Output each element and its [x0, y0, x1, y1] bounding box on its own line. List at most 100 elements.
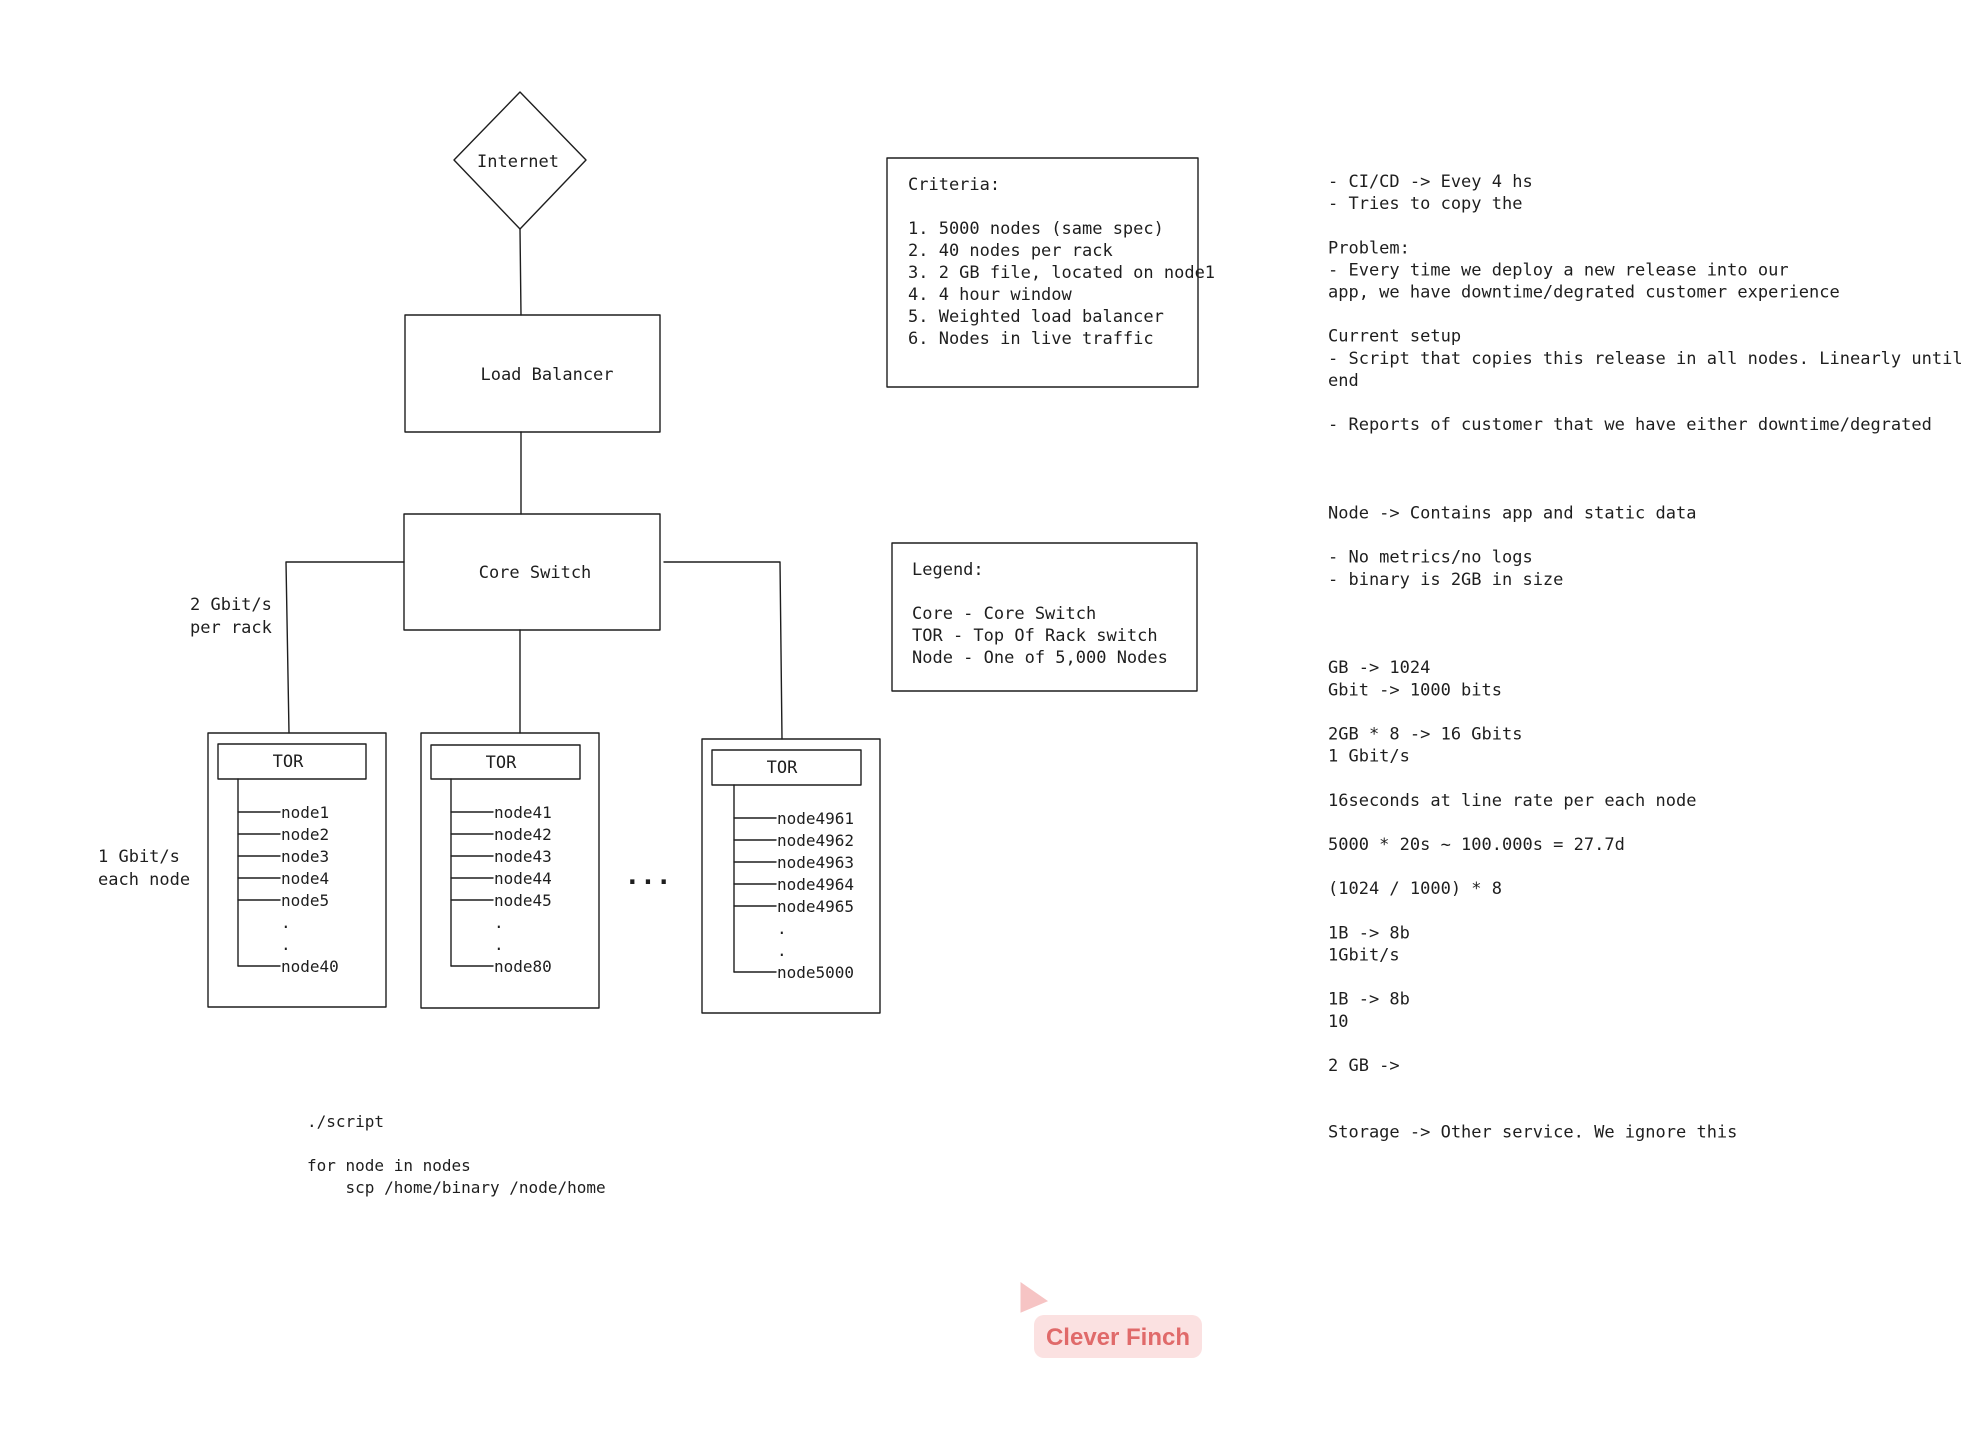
note-line: - Script that copies this release in all… — [1328, 349, 1963, 369]
note-line: - Reports of customer that we have eithe… — [1328, 415, 1932, 435]
note-line: Current setup — [1328, 327, 1461, 347]
node-label: . — [281, 935, 291, 954]
load-balancer-label: Load Balancer — [480, 365, 613, 385]
criteria-item: 1. 5000 nodes (same spec) — [908, 219, 1164, 239]
node-label: node44 — [494, 869, 552, 888]
note-line: - binary is 2GB in size — [1328, 570, 1563, 590]
connector-core-rack1 — [285, 561, 405, 734]
more-racks-ellipsis: ... — [625, 861, 672, 891]
legend-item: Node - One of 5,000 Nodes — [912, 648, 1168, 668]
cursor-pointer-icon — [1020, 1282, 1049, 1313]
legend-title: Legend: — [912, 560, 984, 580]
link-core-tor-label-2: per rack — [190, 618, 272, 638]
core-switch-node[interactable] — [403, 513, 661, 631]
note-line: 1 Gbit/s — [1328, 747, 1410, 767]
rack-3-tor[interactable] — [711, 749, 862, 786]
rack-2[interactable] — [420, 732, 600, 1009]
node-label: node4965 — [777, 897, 854, 916]
connector-core-rack3 — [663, 561, 783, 740]
note-line: 10 — [1328, 1012, 1348, 1032]
rack-3-tor-label: TOR — [767, 758, 798, 778]
rack-2-tor-label: TOR — [486, 753, 517, 773]
node-label: . — [494, 913, 504, 932]
rack-3-node-list: node4961 node4962 node4963 node4964 node… — [777, 809, 854, 982]
criteria-item: 6. Nodes in live traffic — [908, 329, 1154, 349]
note-line: Storage -> Other service. We ignore this — [1328, 1122, 1737, 1142]
node-label: node43 — [494, 847, 552, 866]
node-label: node1 — [281, 803, 329, 822]
node-label: node4964 — [777, 875, 854, 894]
legend-item: Core - Core Switch — [912, 604, 1096, 624]
note-line: 5000 * 20s ~ 100.000s = 27.7d — [1328, 835, 1625, 855]
node-label: node5000 — [777, 963, 854, 982]
internet-label: Internet — [477, 152, 559, 172]
note-line: 1Gbit/s — [1328, 946, 1400, 966]
load-balancer-node[interactable] — [404, 314, 661, 433]
rack-3[interactable] — [701, 738, 881, 1014]
script-line: for node in nodes — [307, 1156, 471, 1175]
note-line: - No metrics/no logs — [1328, 548, 1533, 568]
note-line: - CI/CD -> Evey 4 hs — [1328, 172, 1533, 192]
collaborator-name: Clever Finch — [1046, 1324, 1190, 1351]
node-label: node41 — [494, 803, 552, 822]
node-label: node3 — [281, 847, 329, 866]
link-core-tor-label-1: 2 Gbit/s — [190, 595, 272, 615]
node-label: . — [777, 919, 787, 938]
note-line: GB -> 1024 — [1328, 658, 1430, 678]
note-line: Node -> Contains app and static data — [1328, 504, 1696, 524]
note-line: - Tries to copy the — [1328, 194, 1522, 214]
node-label: node80 — [494, 957, 552, 976]
note-line: 1B -> 8b — [1328, 923, 1410, 943]
rack-1[interactable] — [207, 732, 387, 1008]
criteria-box[interactable] — [886, 157, 1199, 388]
rack-1-tor[interactable] — [217, 743, 367, 780]
link-tor-node-label-2: each node — [98, 870, 190, 890]
legend-list: Core - Core Switch TOR - Top Of Rack swi… — [912, 604, 1168, 668]
rack-1-tor-label: TOR — [273, 752, 304, 772]
node-label: node42 — [494, 825, 552, 844]
script-block[interactable]: ./script for node in nodes scp /home/bin… — [307, 1112, 606, 1197]
note-line: - Every time we deploy a new release int… — [1328, 260, 1789, 280]
note-line: 1B -> 8b — [1328, 990, 1410, 1010]
link-tor-node-label-1: 1 Gbit/s — [98, 847, 180, 867]
note-line: 16seconds at line rate per each node — [1328, 791, 1696, 811]
node-label: node45 — [494, 891, 552, 910]
note-line: Problem: — [1328, 238, 1410, 258]
node-label: node5 — [281, 891, 329, 910]
node-label: node40 — [281, 957, 339, 976]
connector-internet-lb — [519, 228, 522, 316]
note-line: 2GB * 8 -> 16 Gbits — [1328, 725, 1522, 745]
script-line: ./script — [307, 1112, 384, 1131]
collaborator-badge — [1034, 1315, 1202, 1358]
node-label: node4962 — [777, 831, 854, 850]
rack-1-branches — [237, 811, 281, 967]
node-label: node4963 — [777, 853, 854, 872]
note-line: Gbit -> 1000 bits — [1328, 680, 1502, 700]
criteria-item: 5. Weighted load balancer — [908, 307, 1164, 327]
legend-box[interactable] — [891, 542, 1198, 692]
legend-item: TOR - Top Of Rack switch — [912, 626, 1158, 646]
collaborator-cursor: Clever Finch — [1020, 1282, 1202, 1358]
note-line: (1024 / 1000) * 8 — [1328, 879, 1502, 899]
rack-2-tor[interactable] — [430, 744, 581, 780]
node-label: node4961 — [777, 809, 854, 828]
node-label: . — [281, 913, 291, 932]
script-line: scp /home/binary /node/home — [307, 1178, 606, 1197]
rack-2-node-list: node41 node42 node43 node44 node45 . . n… — [494, 803, 552, 976]
node-label: node2 — [281, 825, 329, 844]
node-label: . — [777, 941, 787, 960]
node-label: node4 — [281, 869, 329, 888]
criteria-item: 4. 4 hour window — [908, 285, 1073, 305]
criteria-item: 3. 2 GB file, located on node1 — [908, 263, 1215, 283]
notes-text[interactable]: - CI/CD -> Evey 4 hs- Tries to copy theP… — [1328, 172, 1963, 1142]
note-line: end — [1328, 371, 1359, 391]
note-line: app, we have downtime/degrated customer … — [1328, 283, 1840, 303]
criteria-title: Criteria: — [908, 175, 1000, 195]
rack-1-node-list: node1 node2 node3 node4 node5 . . node40 — [281, 803, 339, 976]
note-line: 2 GB -> — [1328, 1056, 1400, 1076]
rack-2-branches — [450, 811, 494, 967]
criteria-item: 2. 40 nodes per rack — [908, 241, 1113, 261]
rack-3-branches — [733, 817, 777, 973]
criteria-list: 1. 5000 nodes (same spec) 2. 40 nodes pe… — [908, 219, 1215, 349]
